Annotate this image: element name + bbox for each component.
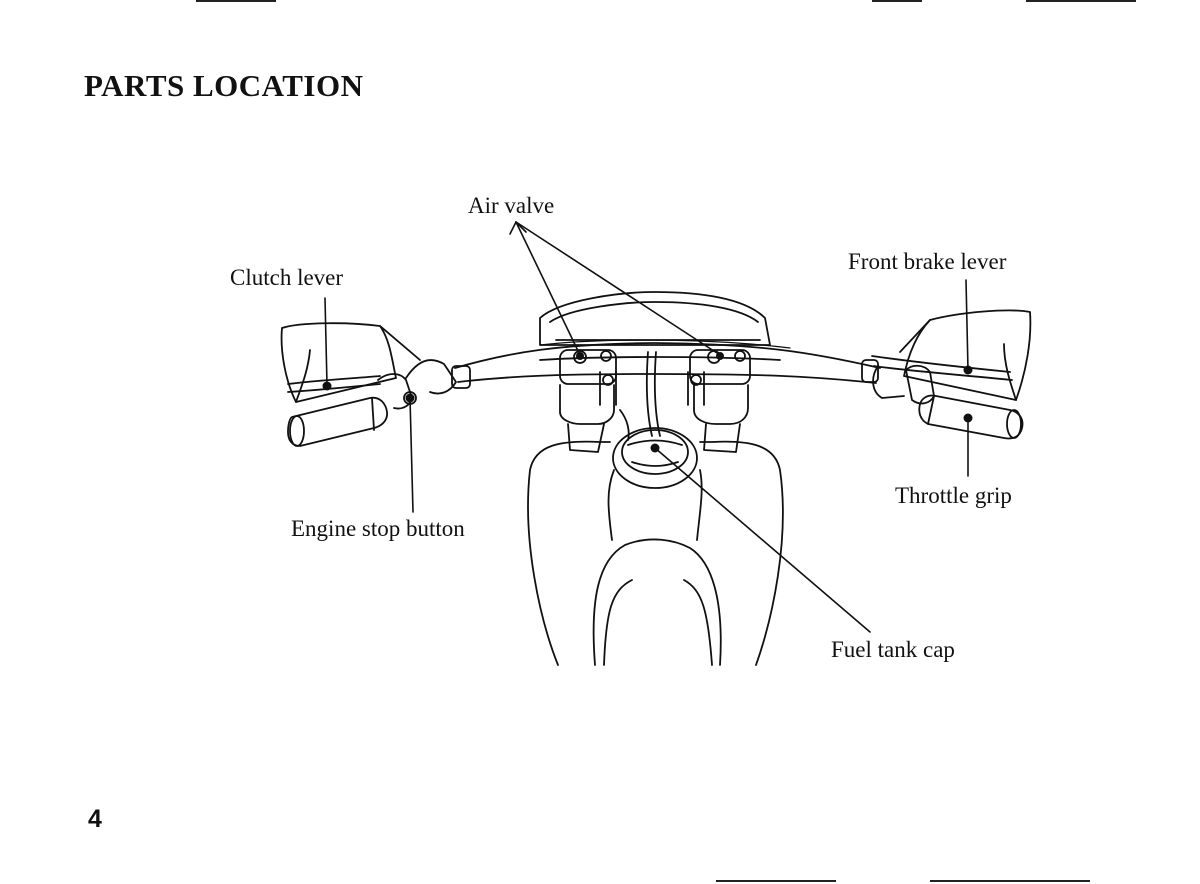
fuel-tank-cap-illustration (612, 427, 698, 489)
fuel-tank-illustration (527, 440, 784, 666)
top-edge-rule-left (196, 0, 276, 2)
bottom-edge-rule-left (716, 880, 836, 882)
top-edge-rule-mid (872, 0, 922, 2)
leader-lines (324, 221, 969, 633)
leader-dots (322, 352, 973, 453)
top-edge-rule-right (1026, 0, 1136, 2)
cable-illustration (619, 351, 661, 441)
engine-stop-button-label: Engine stop button (291, 516, 465, 541)
bottom-edge-rule-right (930, 880, 1090, 882)
left-grip-illustration (287, 359, 471, 447)
right-handguard-illustration (899, 309, 1032, 401)
page-number: 4 (88, 805, 102, 833)
clutch-lever-label: Clutch lever (230, 265, 344, 290)
left-handguard-illustration (280, 322, 421, 403)
throttle-grip-label: Throttle grip (895, 483, 1012, 508)
instrument-cover-illustration (539, 291, 771, 346)
page-title: PARTS LOCATION (84, 68, 364, 103)
fuel-tank-cap-label: Fuel tank cap (831, 637, 955, 662)
right-grip-illustration (861, 355, 1024, 440)
handlebar-illustration (454, 339, 881, 384)
front-brake-lever-label: Front brake lever (848, 249, 1007, 274)
air-valve-label: Air valve (468, 193, 555, 218)
